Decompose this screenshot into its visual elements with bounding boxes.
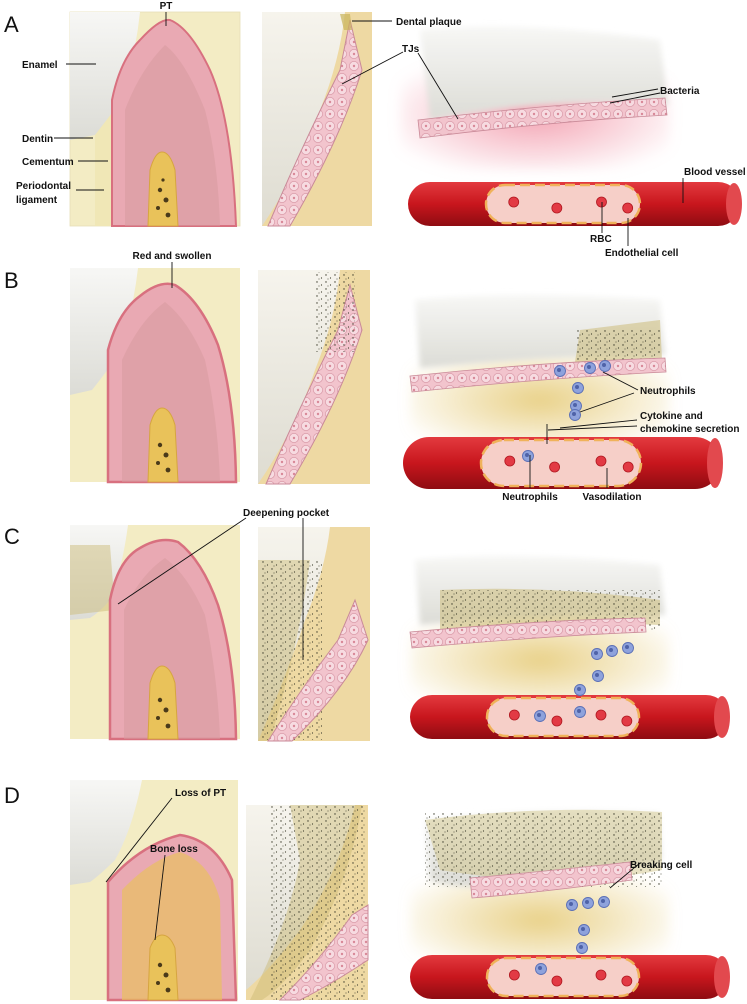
label-loss-of-pt: Loss of PT <box>175 788 226 799</box>
sulcus-zoom-b <box>258 270 370 485</box>
tooth-section-c <box>70 525 240 741</box>
row-a <box>69 11 670 227</box>
label-pt: PT <box>160 1 173 12</box>
tissue-detail-c <box>409 556 670 710</box>
panel-letter-a: A <box>4 12 19 37</box>
tooth-section-b <box>70 268 240 484</box>
label-rbc: RBC <box>590 234 612 245</box>
label-red-and-swollen: Red and swollen <box>133 251 212 262</box>
row-c <box>70 525 670 742</box>
row-b <box>70 268 670 485</box>
label-endothelial-cell: Endothelial cell <box>605 248 679 259</box>
panel-letter-d: D <box>4 783 20 808</box>
label-dentin: Dentin <box>22 134 53 145</box>
label-vasodilation: Vasodilation <box>583 492 642 503</box>
vessel-b <box>403 437 723 489</box>
label-dental-plaque: Dental plaque <box>396 17 462 28</box>
label-periodontal-1: Periodontal <box>16 181 71 192</box>
label-cytokine-1: Cytokine and <box>640 411 703 422</box>
label-breaking-cell: Breaking cell <box>630 860 692 871</box>
tooth-section-d <box>70 780 238 1002</box>
tissue-detail-b <box>409 295 670 450</box>
label-bacteria: Bacteria <box>660 86 700 97</box>
label-cytokine-2: chemokine secretion <box>640 424 739 435</box>
sulcus-zoom-a <box>262 12 372 227</box>
panel-letter-c: C <box>4 524 20 549</box>
tissue-detail-a <box>400 26 670 170</box>
label-periodontal-2: ligament <box>16 195 58 206</box>
label-bone-loss: Bone loss <box>150 844 198 855</box>
vessel-c <box>410 695 730 739</box>
sulcus-zoom-c <box>258 527 370 742</box>
label-tjs: TJs <box>402 44 420 55</box>
leader-lines <box>54 12 684 941</box>
row-d <box>70 780 670 1002</box>
label-cementum: Cementum <box>22 157 74 168</box>
label-neutrophils-top: Neutrophils <box>640 386 696 397</box>
sulcus-zoom-d <box>246 805 369 1001</box>
neutrophil-cells <box>522 360 634 975</box>
label-deepening-pocket: Deepening pocket <box>243 508 330 519</box>
tissue-detail-d <box>410 809 670 970</box>
blood-vessels <box>403 182 742 999</box>
label-enamel: Enamel <box>22 60 58 71</box>
labels: PT Enamel Dentin Cementum Periodontal li… <box>16 1 746 871</box>
panel-letter-b: B <box>4 268 19 293</box>
label-neutrophils-bottom: Neutrophils <box>502 492 558 503</box>
label-blood-vessel: Blood vessel <box>684 167 746 178</box>
vessel-a <box>408 182 742 226</box>
tooth-section-a <box>69 11 241 227</box>
vessel-d <box>410 955 730 999</box>
